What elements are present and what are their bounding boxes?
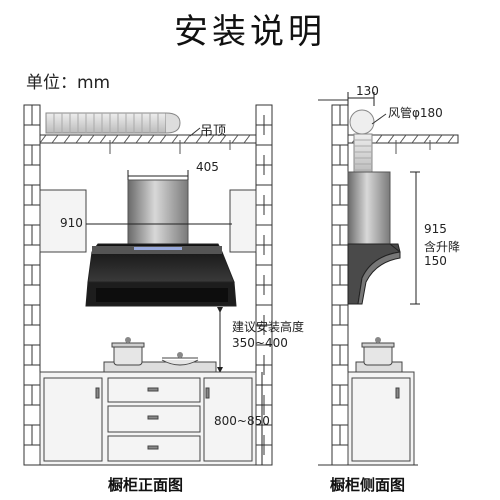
side-height-dim: 915 — [424, 222, 447, 236]
front-ceiling — [39, 134, 257, 154]
front-view-caption: 橱柜正面图 — [108, 476, 184, 494]
side-wall — [331, 104, 349, 466]
side-duct — [349, 109, 375, 175]
duct-leader-line — [371, 113, 387, 125]
unit-label: 单位：mm — [26, 73, 111, 93]
front-view — [23, 104, 273, 466]
side-view-caption: 橱柜侧面图 — [330, 476, 406, 494]
upper-cabinet-left — [39, 189, 87, 253]
cabinet-height-dim: 800~850 — [214, 414, 270, 428]
hood-panel — [85, 243, 237, 307]
front-width-dim-lines — [127, 170, 189, 180]
side-hood — [347, 171, 401, 305]
page-title: 安装说明 — [174, 12, 326, 52]
side-height-dim-lines — [410, 171, 420, 305]
side-depth-dim: 130 — [356, 84, 379, 98]
front-stove — [103, 337, 217, 373]
hood-width-dim: 910 — [60, 216, 83, 230]
duct-label: 风管φ180 — [388, 106, 443, 120]
install-height-value: 350~400 — [232, 336, 288, 350]
front-duct — [45, 112, 181, 134]
upper-cabinet-right — [229, 189, 257, 253]
side-view — [318, 92, 459, 466]
side-stove — [355, 337, 403, 373]
side-depth-dim-lines — [347, 92, 375, 106]
hood-chimney — [127, 179, 189, 245]
lift-label: 含升降 — [424, 240, 461, 254]
install-height-label: 建议安装高度 — [232, 320, 305, 334]
front-wall-left — [23, 104, 41, 466]
front-width-dim: 405 — [196, 160, 219, 174]
ceiling-label: 吊顶 — [200, 124, 227, 139]
front-base-cabinets — [39, 371, 257, 466]
lift-value: 150 — [424, 254, 447, 268]
front-wall-right — [255, 104, 273, 466]
side-base-cabinet — [347, 371, 415, 466]
ceiling-leader-line — [189, 127, 201, 137]
